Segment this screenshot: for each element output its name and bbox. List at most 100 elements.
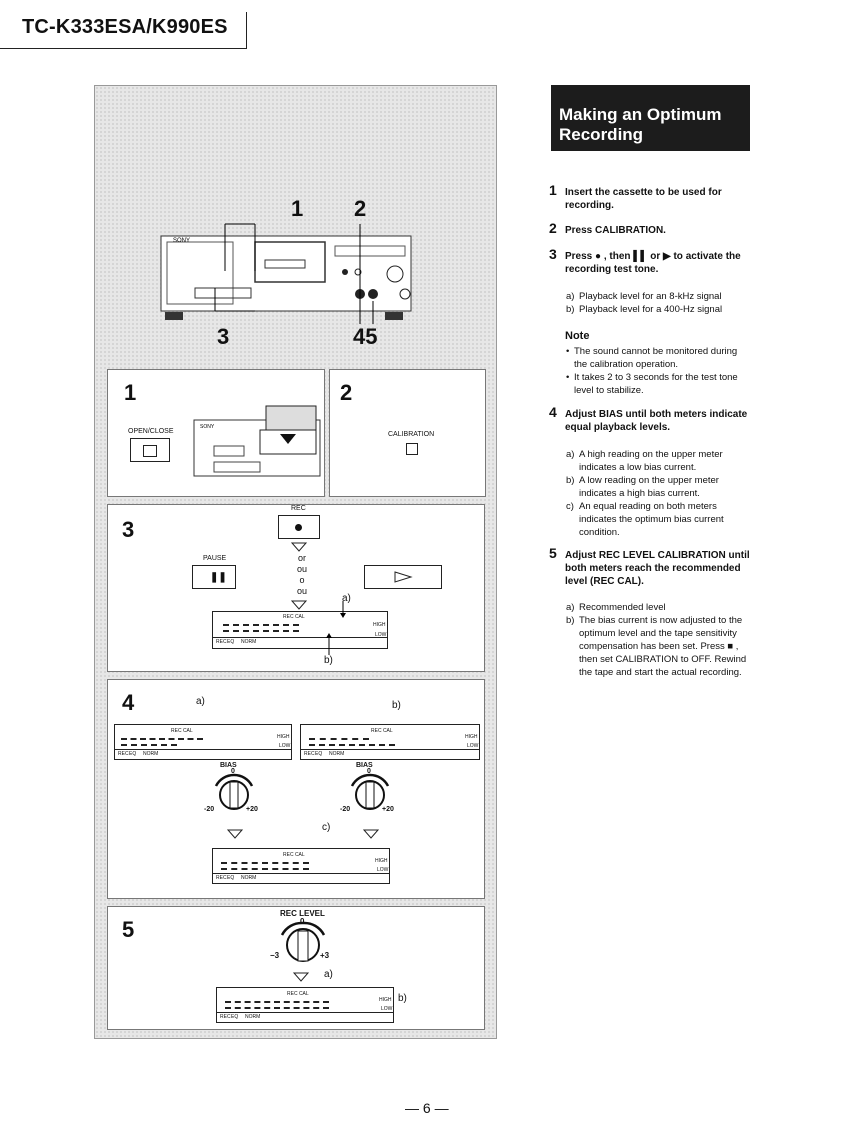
callout-2: 2 xyxy=(354,196,367,221)
level-meter-left: REC CAL HIGH LOW REC EQ NORM xyxy=(114,724,292,760)
bias-label-left: BIAS xyxy=(220,762,237,769)
step-3: 3 Press ● , then ▌▌ or ▶ to activate the… xyxy=(549,246,759,280)
panel-number: 5 xyxy=(122,917,135,942)
illustration-area: SONY 1 2 3 45 1 OPEN/CLOSE SONY 2 CALIBR… xyxy=(94,85,497,1039)
step-number: 2 xyxy=(549,220,557,236)
bias-dial-right xyxy=(350,773,390,810)
or-word-en: or xyxy=(297,553,306,563)
rec-button xyxy=(278,515,320,539)
level-meter-cal: REC CAL HIGH LOW REC EQ NORM xyxy=(216,987,394,1023)
list-item: a) Recommended level xyxy=(566,602,666,613)
list-item: b) Playback level for a 400-Hz signal xyxy=(566,304,723,315)
down-arrow-icon xyxy=(292,972,310,982)
callout-45: 45 xyxy=(353,324,378,349)
list-item: a) Playback level for an 8-kHz signal xyxy=(566,291,722,302)
callout-1: 1 xyxy=(291,196,304,221)
list-item: c) An equal reading on both meters indic… xyxy=(566,501,724,538)
panel-number: 4 xyxy=(122,690,135,715)
step-number: 4 xyxy=(549,404,557,420)
page-number: — 6 — xyxy=(405,1100,449,1116)
step-number: 5 xyxy=(549,545,557,561)
pause-icon: ❚❚ xyxy=(210,572,227,583)
level-meter-equal: REC CAL HIGH LOW REC EQ NORM xyxy=(212,848,390,884)
meter-rec-cal: REC CAL xyxy=(283,614,305,620)
step-number: 1 xyxy=(549,182,557,198)
step-text: Adjust BIAS until both meters indicate e… xyxy=(565,409,748,433)
step-1: 1 Insert the cassette to be used for rec… xyxy=(549,182,759,216)
panel-number: 3 xyxy=(122,517,135,542)
bias-label-right: BIAS xyxy=(356,762,373,769)
meter-low: LOW xyxy=(375,632,387,638)
pause-label: PAUSE xyxy=(203,555,227,562)
cassette-insert-illustration: SONY xyxy=(193,405,321,477)
step-text: Insert the cassette to be used for recor… xyxy=(565,187,722,211)
list-item: a) A high reading on the upper meter ind… xyxy=(566,449,723,473)
step-4: 4 Adjust BIAS until both meters indicate… xyxy=(549,404,759,436)
list-item: b) The bias current is now adjusted to t… xyxy=(566,615,747,678)
step-4-panel: 4 a) b) REC CAL HIGH LOW REC EQ NORM REC… xyxy=(107,679,485,899)
or-word-fr: ou xyxy=(296,564,307,574)
list-item: b) A low reading on the upper meter indi… xyxy=(566,475,719,499)
meter-norm: NORM xyxy=(241,639,257,645)
deck-overview-illustration: SONY xyxy=(160,223,412,324)
callout-arrow-b xyxy=(326,633,332,655)
open-close-label: OPEN/CLOSE xyxy=(128,428,174,435)
meter-bar-upper xyxy=(223,624,299,626)
step-text: Press CALIBRATION. xyxy=(565,225,666,236)
step-text: Press ● , then ▌▌ or ▶ to activate the r… xyxy=(565,251,741,275)
callout-b: b) xyxy=(392,700,401,711)
rec-level-label: REC LEVEL xyxy=(280,909,325,918)
step-text: Adjust REC LEVEL CALIBRATION until both … xyxy=(565,550,750,587)
level-meter: REC CAL HIGH LOW REC EQ NORM xyxy=(212,611,388,649)
step-5-panel: 5 REC LEVEL 0 −3 +3 a) REC CAL HIGH LOW … xyxy=(107,906,485,1030)
callout-a: a) xyxy=(324,969,333,980)
play-button xyxy=(364,565,442,589)
callout-3: 3 xyxy=(217,324,230,349)
callout-arrows xyxy=(340,601,346,618)
step-5: 5 Adjust REC LEVEL CALIBRATION until bot… xyxy=(549,545,759,591)
down-arrow-icon xyxy=(290,600,308,610)
section-title-banner: Making an Optimum Recording xyxy=(551,85,750,151)
eject-icon xyxy=(143,445,157,457)
deck-brand: SONY xyxy=(173,238,190,244)
calibration-button xyxy=(406,443,418,455)
record-dot-icon xyxy=(295,524,302,531)
step-2: 2 Press CALIBRATION. xyxy=(549,220,759,240)
note-item: • The sound cannot be monitored during t… xyxy=(566,346,738,370)
step-number: 3 xyxy=(549,246,557,262)
calibration-label: CALIBRATION xyxy=(388,431,435,438)
meter-eq: EQ xyxy=(227,639,235,645)
note-item: • It takes 2 to 3 seconds for the test t… xyxy=(566,372,738,396)
section-title: Making an Optimum Recording xyxy=(559,105,722,144)
or-word-es: o xyxy=(299,575,305,585)
down-arrow-icon xyxy=(290,542,308,552)
deck-brand-small: SONY xyxy=(200,424,215,430)
step-2-panel: 2 CALIBRATION xyxy=(329,369,486,497)
rec-level-dial xyxy=(280,921,326,962)
play-icon xyxy=(394,571,413,583)
note-title: Note xyxy=(565,330,590,342)
meter-high: HIGH xyxy=(373,622,386,628)
open-close-button xyxy=(130,438,170,462)
callout-a: a) xyxy=(196,696,205,707)
callout-c: c) xyxy=(322,822,331,833)
or-word-pt: ou xyxy=(296,586,307,596)
header-rule xyxy=(0,48,247,49)
meter-rec: REC xyxy=(216,639,227,645)
header-divider xyxy=(246,12,247,49)
down-arrow-icon xyxy=(226,829,244,839)
down-arrow-icon xyxy=(362,829,380,839)
rec-label: REC xyxy=(291,505,306,512)
callout-b: b) xyxy=(324,655,333,666)
pause-button: ❚❚ xyxy=(192,565,236,589)
callout-b: b) xyxy=(398,993,407,1004)
panel-number: 2 xyxy=(340,380,353,405)
meter-bar-lower xyxy=(223,630,299,632)
bias-dial-left xyxy=(214,773,254,810)
callout-a: a) xyxy=(342,593,351,604)
level-meter-right: REC CAL HIGH LOW REC EQ NORM xyxy=(300,724,480,760)
step-1-panel: 1 OPEN/CLOSE SONY xyxy=(107,369,325,497)
panel-number: 1 xyxy=(124,380,137,405)
step-3-panel: 3 REC PAUSE ❚❚ or ou o ou a) REC CAL HIG… xyxy=(107,504,485,672)
document-title: TC-K333ESA/K990ES xyxy=(22,16,228,38)
